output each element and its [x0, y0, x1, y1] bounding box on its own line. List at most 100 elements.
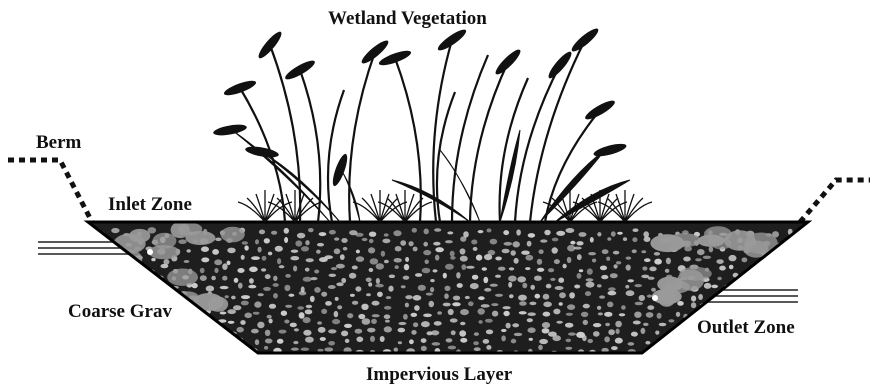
grass-tuft-blade — [238, 202, 265, 222]
gravel-stone — [567, 257, 572, 263]
gravel-stone — [610, 273, 618, 278]
gravel-stone — [681, 323, 688, 328]
gravel-stone — [434, 321, 442, 326]
gravel-stone — [577, 254, 582, 260]
gravel-stone — [461, 264, 466, 270]
gravel-stone — [587, 268, 593, 274]
gravel-stone — [558, 278, 564, 283]
gravel-stone — [642, 266, 647, 270]
cobble-stone — [729, 297, 756, 317]
gravel-stone — [553, 309, 560, 315]
gravel-stone — [381, 251, 385, 257]
gravel-stone — [527, 241, 532, 247]
gravel-stone — [478, 296, 485, 300]
gravel-stone — [317, 243, 324, 247]
gravel-stone — [552, 335, 561, 341]
gravel-stone — [565, 347, 572, 350]
gravel-stone — [299, 291, 307, 295]
gravel-stone — [502, 249, 510, 254]
gravel-stone — [459, 330, 466, 336]
gravel-stone — [413, 295, 422, 301]
gravel-stone — [433, 269, 438, 272]
gravel-stone — [645, 341, 650, 345]
gravel-stone — [478, 308, 485, 314]
gravel-stone — [448, 346, 456, 350]
gravel-stone — [403, 276, 410, 280]
gravel-stone — [632, 249, 637, 253]
gravel-stone — [555, 286, 564, 290]
grass-tuft-blade — [625, 202, 652, 222]
gravel-stone — [257, 322, 264, 329]
cobble-stone — [208, 297, 228, 312]
gravel-stone — [284, 320, 289, 324]
gravel-stone — [521, 251, 530, 255]
gravel-stone — [450, 256, 455, 260]
gravel-stone — [273, 276, 277, 281]
berm-label: Berm — [36, 133, 81, 152]
gravel-stone — [704, 283, 712, 289]
gravel-stone — [659, 323, 667, 326]
gravel-stone — [625, 285, 629, 289]
gravel-stone — [178, 239, 186, 244]
gravel-stone — [443, 273, 447, 279]
gravel-stone — [604, 312, 612, 317]
gravel-stone — [537, 259, 542, 265]
coarse-gravel-label: Coarse Grav — [68, 302, 172, 321]
gravel-stone — [539, 249, 544, 254]
gravel-stone — [405, 257, 409, 262]
gravel-stone — [703, 256, 711, 259]
gravel-stone — [470, 283, 479, 289]
grass-tuft-blade — [387, 198, 405, 222]
cobble-stone — [167, 269, 198, 286]
gravel-stone — [760, 261, 766, 264]
cattail-head — [493, 47, 523, 77]
gravel-stone — [409, 241, 414, 246]
gravel-stone — [372, 301, 380, 306]
gravel-stone — [242, 241, 248, 244]
gravel-stone — [314, 287, 321, 293]
gravel-stone — [337, 305, 342, 309]
gravel-stone — [285, 274, 291, 278]
gravel-stone — [607, 237, 611, 241]
gravel-stone — [340, 254, 345, 260]
gravel-stone — [634, 284, 642, 287]
gravel-stone — [593, 323, 601, 327]
gravel-stone — [344, 324, 352, 328]
gravel-stone — [559, 292, 566, 298]
gravel-stone — [211, 276, 216, 281]
gravel-stone — [530, 285, 535, 290]
gravel-stone — [244, 313, 252, 319]
gravel-stone — [501, 335, 506, 341]
gravel-stone — [621, 305, 626, 310]
gravel-stone — [385, 320, 390, 323]
gravel-stone — [284, 285, 290, 291]
gravel-stone — [548, 268, 554, 272]
cattail-head — [256, 29, 285, 61]
gravel-stone — [529, 302, 536, 306]
cattail-head — [222, 78, 257, 98]
gravel-stone — [214, 259, 222, 265]
gravel-stone — [456, 272, 460, 278]
gravel-stone — [525, 255, 533, 261]
gravel-stone — [498, 267, 506, 271]
gravel-stone — [222, 263, 227, 270]
gravel-stone — [587, 339, 593, 343]
gravel-stone — [742, 257, 748, 262]
cobble-stone — [107, 262, 125, 281]
gravel-stone — [433, 242, 440, 246]
gravel-stone — [297, 233, 305, 239]
gravel-stone — [291, 250, 298, 253]
cobble-stone — [711, 237, 731, 249]
gravel-stone — [299, 312, 305, 319]
gravel-stone — [413, 322, 418, 327]
gravel-stone — [273, 283, 279, 287]
gravel-stone — [405, 295, 412, 299]
gravel-stone — [424, 229, 429, 235]
gravel-stone — [607, 302, 613, 308]
gravel-stone — [329, 274, 337, 277]
gravel-stone — [677, 301, 684, 306]
gravel-stone — [349, 273, 356, 279]
gravel-stone — [490, 239, 498, 245]
gravel-stone — [394, 258, 402, 263]
gravel-stone — [495, 257, 502, 261]
